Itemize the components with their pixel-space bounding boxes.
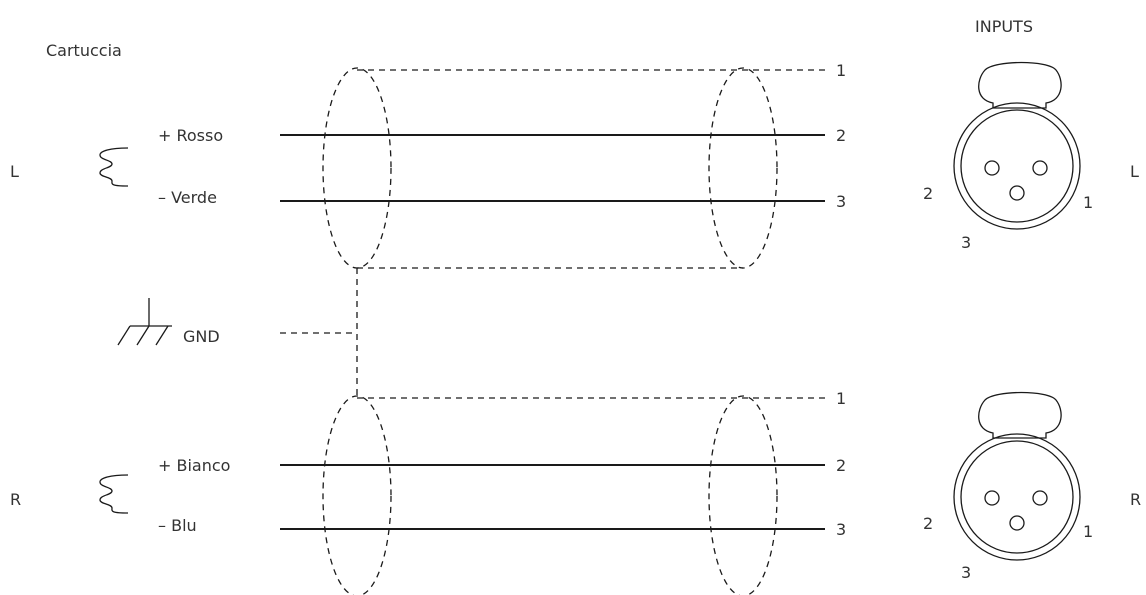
channel-l-connector-pin-3-label: 3 (961, 233, 971, 252)
channel-r-xlr-inner-ring (960, 440, 1074, 554)
channel-l-pin-2-label: 2 (836, 126, 846, 145)
channel-r-xlr-connector-icon (953, 391, 1081, 561)
channel-r-pin-2-label: 2 (836, 456, 846, 475)
channel-l-xlr-pin-3 (1009, 185, 1025, 201)
channel-r-shield-left-ellipse (322, 395, 392, 595)
channel-l-coil-icon (99, 147, 129, 187)
channel-r-xlr-pin-1 (1032, 490, 1048, 506)
channel-l-pin-1-label: 1 (836, 61, 846, 80)
channel-l: L + Rosso – Verde 1 2 3 2 1 3 L (10, 61, 1139, 269)
channel-r-pin-3-label: 3 (836, 520, 846, 539)
channel-r-xlr-pin-2 (984, 490, 1000, 506)
channel-l-xlr-outer-ring (953, 102, 1081, 230)
channel-l-side-label: L (10, 162, 19, 181)
channel-r-shield-right-ellipse (708, 395, 778, 595)
channel-r-xlr-latch (978, 391, 1062, 439)
channel-l-xlr-pin-1 (1032, 160, 1048, 176)
channel-r-positive-label: + Bianco (158, 456, 230, 475)
gnd-label: GND (183, 327, 220, 346)
channel-l-connector-side-label: L (1130, 162, 1139, 181)
ground-icon (117, 298, 172, 346)
channel-r: R + Bianco – Blu 1 2 3 2 1 3 R (10, 389, 1141, 595)
channel-l-connector-pin-1-label: 1 (1083, 193, 1093, 212)
channel-l-xlr-pin-2 (984, 160, 1000, 176)
channel-l-xlr-connector-icon (953, 61, 1081, 230)
channel-l-shield-right-ellipse (708, 67, 778, 269)
channel-l-xlr-inner-ring (960, 109, 1074, 223)
channel-l-xlr-latch (978, 61, 1062, 109)
channel-l-shield-left-ellipse (322, 67, 392, 269)
ground: GND (117, 268, 358, 398)
channel-r-pin-1-label: 1 (836, 389, 846, 408)
channel-r-connector-pin-1-label: 1 (1083, 522, 1093, 541)
channel-r-coil-icon (99, 474, 129, 514)
channel-r-negative-label: – Blu (158, 516, 197, 535)
channel-r-connector-side-label: R (1130, 490, 1141, 509)
channel-r-xlr-pin-3 (1009, 515, 1025, 531)
cartridge-label: Cartuccia (46, 41, 122, 60)
channel-r-xlr-outer-ring (953, 433, 1081, 561)
channel-l-pin-3-label: 3 (836, 192, 846, 211)
channel-r-side-label: R (10, 490, 21, 509)
channel-r-connector-pin-2-label: 2 (923, 514, 933, 533)
channel-l-negative-label: – Verde (158, 188, 217, 207)
channel-l-positive-label: + Rosso (158, 126, 223, 145)
channel-r-connector-pin-3-label: 3 (961, 563, 971, 582)
channel-l-connector-pin-2-label: 2 (923, 184, 933, 203)
inputs-label: INPUTS (975, 17, 1033, 36)
